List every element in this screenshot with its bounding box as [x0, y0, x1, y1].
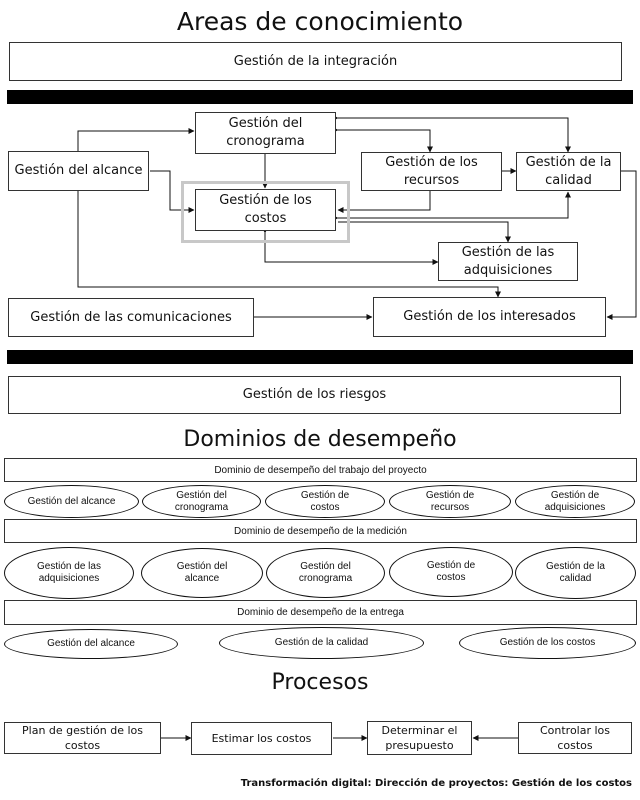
ellipse-medicion-costos: Gestión de costos: [389, 547, 513, 597]
footer-caption: Transformación digital: Dirección de pro…: [240, 778, 632, 789]
ellipse-entrega-costos: Gestión de los costos: [459, 627, 636, 659]
conn-alcance-cronograma: [75, 128, 195, 156]
procesos-title: Procesos: [271, 670, 369, 695]
conn-recursos-costos: [337, 191, 431, 213]
conn-costos-calidad: [332, 191, 571, 221]
divider-bar-top: [7, 90, 633, 104]
dominios-title: Dominios de desempeño: [183, 427, 457, 452]
box-cronograma: Gestión del cronograma: [195, 112, 336, 154]
process-estimar: Estimar los costos: [191, 722, 332, 755]
ellipse-trabajo-cronograma: Gestión del cronograma: [142, 485, 261, 518]
box-riesgos: Gestión de los riesgos: [8, 376, 621, 414]
ellipse-medicion-cronograma: Gestión del cronograma: [266, 548, 385, 598]
ellipse-trabajo-alcance: Gestión del alcance: [4, 485, 139, 518]
domain-trabajo: Dominio de desempeño del trabajo del pro…: [4, 458, 637, 482]
areas-title: Areas de conocimiento: [176, 7, 464, 36]
box-recursos: Gestión de los recursos: [361, 152, 502, 191]
ellipse-trabajo-adquisiciones: Gestión de adquisiciones: [515, 485, 635, 518]
domain-medicion: Dominio de desempeño de la medición: [4, 519, 637, 543]
ellipse-trabajo-recursos: Gestión de recursos: [389, 485, 511, 518]
process-plan: Plan de gestión de los costos: [4, 722, 161, 754]
ellipse-entrega-calidad: Gestión de la calidad: [219, 627, 424, 659]
process-controlar: Controlar los costos: [518, 722, 632, 754]
ellipse-medicion-calidad: Gestión de la calidad: [515, 547, 636, 599]
domain-entrega: Dominio de desempeño de la entrega: [4, 600, 637, 625]
box-comunicaciones: Gestión de las comunicaciones: [8, 298, 254, 337]
box-costos: Gestión de los costos: [195, 189, 336, 231]
ellipse-trabajo-costos: Gestión de costos: [265, 485, 385, 518]
ellipse-medicion-alcance: Gestión del alcance: [141, 548, 263, 598]
box-integracion: Gestión de la integración: [9, 42, 622, 81]
costos-highlight-frame: [181, 181, 350, 243]
ellipse-medicion-adquisiciones: Gestión de las adquisiciones: [4, 547, 134, 599]
box-interesados: Gestión de los interesados: [373, 297, 606, 337]
process-determinar: Determinar el presupuesto: [367, 721, 472, 755]
conn-cronograma-recursos: [332, 127, 433, 153]
conn-costos-adquisiciones-2: [338, 221, 511, 243]
divider-bar-bottom: [7, 350, 633, 364]
conn-calidad-interesados: [606, 168, 637, 320]
box-alcance: Gestión del alcance: [8, 151, 149, 191]
box-calidad: Gestión de la calidad: [516, 152, 621, 191]
box-adquisiciones: Gestión de las adquisiciones: [438, 242, 578, 281]
conn-cronograma-calidad: [332, 115, 571, 153]
ellipse-entrega-alcance: Gestión del alcance: [4, 629, 178, 659]
